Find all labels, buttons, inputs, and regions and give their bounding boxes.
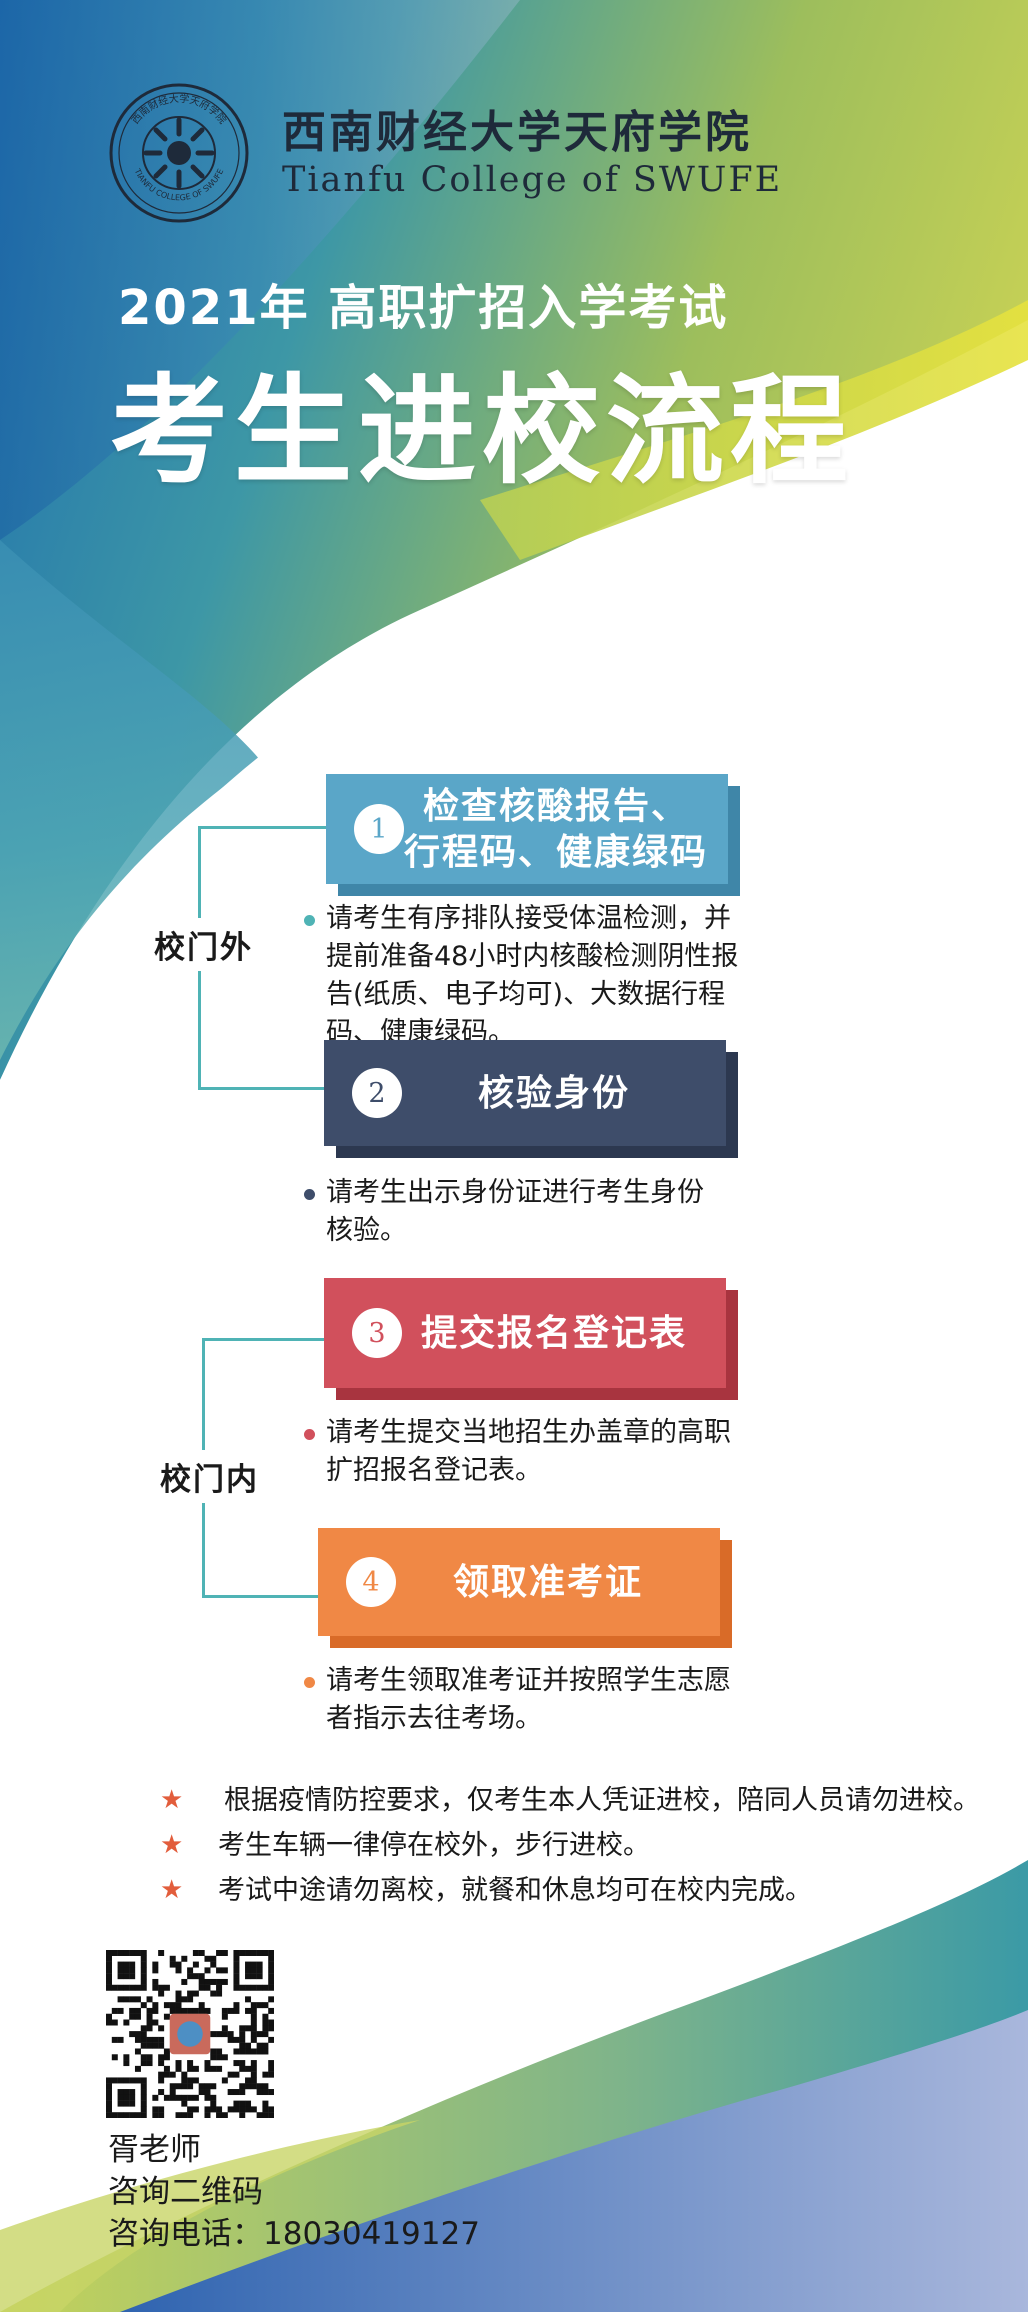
step-1-face: 1 检查核酸报告、 行程码、健康绿码 [326, 774, 728, 884]
step-2-banner: 2 核验身份 [324, 1040, 738, 1158]
title-line1: 2021年 高职扩招入学考试 [118, 268, 728, 338]
step-2-description: 请考生出示身份证进行考生身份 核验。 [304, 1174, 704, 1250]
note-text: 考试中途请勿离校，就餐和休息均可在校内完成。 [218, 1875, 812, 1906]
step-4-banner: 4 领取准考证 [318, 1528, 732, 1648]
school-name-cn: 西南财经大学天府学院 [282, 107, 752, 158]
step-3-description: 请考生提交当地招生办盖章的高职 扩招报名登记表。 [304, 1414, 731, 1490]
step-3-number: 3 [352, 1308, 402, 1358]
step-2-desc-line: 请考生出示身份证进行考生身份 [326, 1177, 704, 1208]
step-1-description: 请考生有序排队接受体温检测，并 提前准备48小时内核酸检测阴性报 告(纸质、电子… [304, 900, 739, 1052]
star-icon: ★ [160, 1875, 184, 1905]
star-icon: ★ [160, 1830, 184, 1860]
step-4-desc-line: 请考生领取准考证并按照学生志愿 [326, 1665, 731, 1696]
contact-phone: 咨询电话：18030419127 [108, 2216, 480, 2252]
step-1-banner: 1 检查核酸报告、 行程码、健康绿码 [326, 774, 740, 896]
step-4-description: 请考生领取准考证并按照学生志愿 者指示去往考场。 [304, 1662, 731, 1738]
college-seal-icon: 西南财经大学天府学院 TIANFU COLLEGE OF SWUFE [109, 83, 249, 223]
step-1-label-line2: 行程码、健康绿码 [404, 831, 709, 873]
step-3-face: 3 提交报名登记表 [324, 1278, 726, 1388]
note-text: 根据疫情防控要求，仅考生本人凭证进校，陪同人员请勿进校。 [224, 1785, 980, 1816]
title-year: 2021年 [118, 280, 310, 336]
step-1-desc-line: 请考生有序排队接受体温检测，并 [326, 903, 731, 934]
step-4-face: 4 领取准考证 [318, 1528, 720, 1636]
step-2-face: 2 核验身份 [324, 1040, 726, 1146]
bullet-dot [304, 1429, 315, 1440]
step-2-label: 核验身份 [477, 1072, 630, 1114]
qr-code-icon [106, 1950, 274, 2118]
title-subtitle: 高职扩招入学考试 [328, 280, 729, 336]
step-1-label-line1: 检查核酸报告、 [422, 785, 689, 827]
label-inside-gate: 校门内 [156, 1450, 263, 1503]
label-outside-gate: 校门外 [150, 918, 257, 971]
bullet-dot [304, 915, 315, 926]
step-1-label: 检查核酸报告、 行程码、健康绿码 [404, 783, 728, 875]
step-1-desc-line: 告(纸质、电子均可)、大数据行程 [326, 979, 726, 1010]
bullet-dot [304, 1189, 315, 1200]
step-3-desc-line: 扩招报名登记表。 [326, 1455, 542, 1486]
step-4-desc-line: 者指示去往考场。 [326, 1703, 542, 1734]
step-1-number: 1 [354, 804, 404, 854]
step-3-desc-line: 请考生提交当地招生办盖章的高职 [326, 1417, 731, 1448]
contact-name: 胥老师 [108, 2132, 201, 2168]
page-title: 考生进校流程 [110, 361, 855, 500]
step-4-label: 领取准考证 [452, 1561, 643, 1603]
step-3-label: 提交报名登记表 [420, 1312, 687, 1354]
step-4-number: 4 [346, 1557, 396, 1607]
step-3-banner: 3 提交报名登记表 [324, 1278, 738, 1400]
bullet-dot [304, 1677, 315, 1688]
note-text: 考生车辆一律停在校外，步行进校。 [218, 1830, 650, 1861]
step-2-desc-line: 核验。 [326, 1215, 407, 1246]
step-1-desc-line: 提前准备48小时内核酸检测阴性报 [326, 941, 739, 972]
contact-qr-label: 咨询二维码 [108, 2174, 263, 2210]
star-icon: ★ [160, 1785, 184, 1815]
school-name-en: Tianfu College of SWUFE [282, 160, 783, 200]
step-2-number: 2 [352, 1068, 402, 1118]
